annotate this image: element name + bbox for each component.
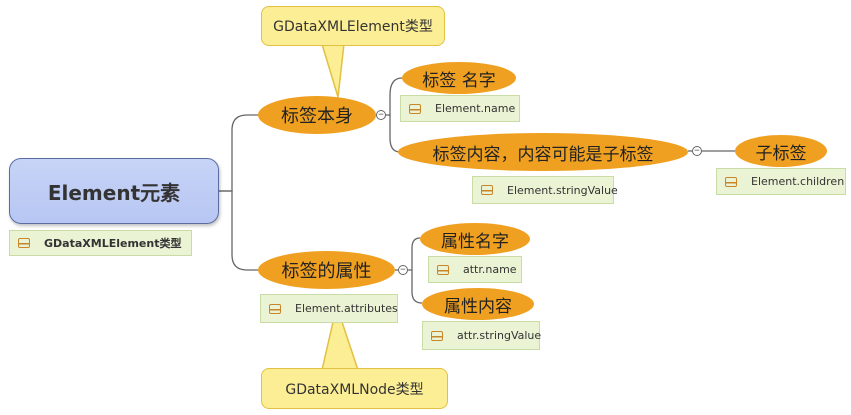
note-icon <box>725 176 737 187</box>
topic-attr-content[interactable]: 属性内容 <box>422 288 534 320</box>
note-sub-tag[interactable]: Element.children <box>716 168 846 195</box>
topic-sub-tag[interactable]: 子标签 <box>735 135 827 167</box>
note-icon <box>431 330 443 341</box>
root-note-text: GDataXMLElement类型 <box>44 237 182 250</box>
note-attr-name[interactable]: attr.name <box>428 256 522 283</box>
note-icon <box>437 264 449 275</box>
note-tag-content-text: Element.stringValue <box>507 183 618 197</box>
root-note[interactable]: GDataXMLElement类型 <box>9 230 192 256</box>
topic-tag-attributes[interactable]: 标签的属性 <box>258 251 395 289</box>
note-icon <box>409 103 421 114</box>
note-tag-name-text: Element.name <box>435 102 516 115</box>
topic-tag-content-label: 标签内容，内容可能是子标签 <box>432 144 654 165</box>
note-sub-tag-text: Element.children <box>751 175 845 188</box>
callout-tag-attributes[interactable]: GDataXMLNode类型 <box>261 368 448 409</box>
note-attr-content[interactable]: attr.stringValue <box>422 321 542 350</box>
note-icon <box>18 238 30 248</box>
connector-attributes-bracket <box>395 237 421 271</box>
topic-attr-content-label: 属性内容 <box>444 296 512 317</box>
callout-tag-attributes-text: GDataXMLNode类型 <box>285 381 424 398</box>
topic-sub-tag-label: 子标签 <box>755 143 807 164</box>
connector-tag-itself-bracket <box>376 77 403 116</box>
callout-tag-itself-text: GDataXMLElement类型 <box>273 19 433 35</box>
note-icon <box>269 303 281 314</box>
collapse-icon[interactable]: − <box>376 110 386 120</box>
callout-tail-bottom <box>321 321 359 371</box>
topic-tag-itself[interactable]: 标签本身 <box>258 96 376 134</box>
connector-tag-itself-to-content <box>389 115 401 153</box>
note-tag-attributes[interactable]: Element.attributes <box>260 294 398 323</box>
root-topic[interactable]: Element元素 <box>9 158 219 224</box>
topic-tag-name-label: 标签 名字 <box>422 70 496 91</box>
topic-tag-name[interactable]: 标签 名字 <box>402 62 516 94</box>
collapse-icon[interactable]: − <box>692 146 702 156</box>
connector-root-to-tag-attributes <box>219 190 262 271</box>
note-icon <box>481 185 493 195</box>
note-tag-name[interactable]: Element.name <box>400 95 520 122</box>
note-attr-content-text: attr.stringValue <box>457 329 542 342</box>
root-topic-label: Element元素 <box>47 180 181 205</box>
callout-tail-top <box>321 43 345 98</box>
topic-tag-itself-label: 标签本身 <box>281 106 353 127</box>
callout-tag-itself[interactable]: GDataXMLElement类型 <box>261 6 445 46</box>
topic-tag-attributes-label: 标签的属性 <box>281 261 372 282</box>
topic-tag-content[interactable]: 标签内容，内容可能是子标签 <box>398 133 688 171</box>
collapse-icon[interactable]: − <box>398 265 408 275</box>
connector-root-to-tag-itself <box>219 114 262 192</box>
note-tag-attributes-text: Element.attributes <box>295 302 398 315</box>
note-tag-content[interactable]: Element.stringValue <box>472 176 618 204</box>
topic-attr-name-label: 属性名字 <box>441 231 509 252</box>
connector-attributes-to-content <box>411 270 423 304</box>
topic-attr-name[interactable]: 属性名字 <box>420 223 530 255</box>
note-attr-name-text: attr.name <box>463 263 517 276</box>
